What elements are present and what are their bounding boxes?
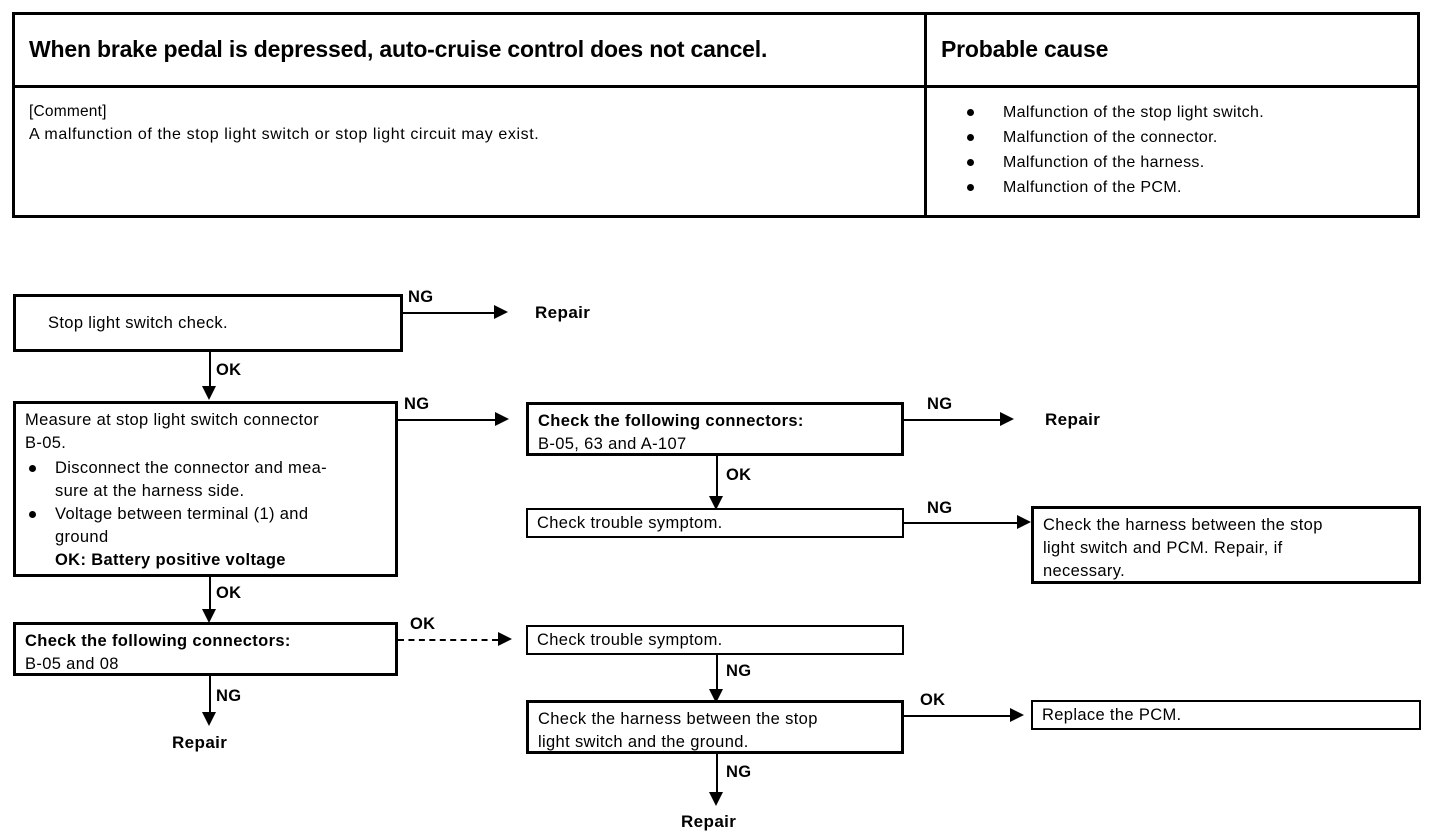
node-text-line: light switch and the ground. (538, 733, 749, 751)
edge-label-ok-5: OK (920, 691, 946, 709)
node-replace-pcm: Replace the PCM. (1031, 700, 1421, 730)
comment-cell: [Comment] A malfunction of the stop ligh… (15, 88, 924, 215)
symptom-header-cell: When brake pedal is depressed, auto-crui… (15, 15, 924, 88)
node-text-line: light switch and PCM. Repair, if (1043, 539, 1283, 557)
node-text: Stop light switch check. (48, 314, 228, 332)
node-text: Check trouble symptom. (537, 514, 723, 532)
node-check-connectors-bottom: Check the following connectors: B-05 and… (13, 622, 398, 676)
edge-ok-3 (209, 577, 211, 609)
list-item: Malfunction of the connector. (967, 125, 1403, 150)
edge-label-ok-1: OK (216, 361, 242, 379)
arrowhead-icon (495, 412, 509, 426)
comment-label: [Comment] (29, 103, 107, 120)
comment-text: A malfunction of the stop light switch o… (29, 126, 540, 144)
bullet-text-line: ground (55, 528, 109, 546)
edge-ng-2 (398, 419, 495, 421)
edge-ng-6 (716, 655, 718, 689)
arrowhead-icon (202, 386, 216, 400)
edge-ng-5 (209, 676, 211, 712)
edge-ok-5 (904, 715, 1010, 717)
arrowhead-icon (709, 689, 723, 703)
arrowhead-icon (494, 305, 508, 319)
node-text-line: Check the harness between the stop (1043, 516, 1323, 534)
edge-ng-1 (403, 312, 494, 314)
edge-ok-4 (398, 639, 498, 641)
edge-ng-4 (904, 522, 1017, 524)
node-text-line: Check the following connectors: (25, 632, 291, 650)
node-measure-stop-light-switch-connector: Measure at stop light switch connector B… (13, 401, 398, 577)
arrowhead-icon (202, 712, 216, 726)
edge-label-ng-1: NG (408, 288, 434, 306)
edge-ng-3 (904, 419, 1000, 421)
bullet-icon (967, 109, 974, 116)
terminal-repair-bottom-mid: Repair (681, 812, 737, 831)
edge-label-ng-5: NG (216, 687, 242, 705)
node-text: Check trouble symptom. (537, 631, 723, 649)
symptom-table: When brake pedal is depressed, auto-crui… (12, 12, 1420, 218)
bullet-text-line: Disconnect the connector and mea- (55, 459, 328, 477)
edge-label-ok-4: OK (410, 615, 436, 633)
list-item: Malfunction of the stop light switch. (967, 100, 1403, 125)
list-item: Malfunction of the harness. (967, 150, 1403, 175)
node-text-line: B-05. (25, 434, 67, 452)
list-item: Disconnect the connector and mea- sure a… (25, 457, 386, 503)
arrowhead-icon (1017, 515, 1031, 529)
cause-cell: Malfunction of the stop light switch. Ma… (927, 88, 1417, 215)
edge-ng-7 (716, 754, 718, 792)
list-item: Voltage between terminal (1) and ground … (25, 503, 386, 572)
terminal-repair-bottom-left: Repair (172, 733, 228, 752)
symptom-header-text: When brake pedal is depressed, auto-crui… (29, 36, 768, 63)
arrowhead-icon (202, 609, 216, 623)
bullet-text-line-ok: OK: Battery positive voltage (55, 551, 286, 569)
arrowhead-icon (1000, 412, 1014, 426)
cause-text: Malfunction of the connector. (1003, 129, 1218, 146)
bullet-icon (29, 511, 36, 518)
bullet-icon (967, 159, 974, 166)
node-check-trouble-symptom-mid: Check trouble symptom. (526, 508, 904, 538)
edge-label-ng-2: NG (404, 395, 430, 413)
edge-label-ng-3: NG (927, 395, 953, 413)
terminal-repair-mid-right: Repair (1045, 410, 1101, 429)
bullet-icon (29, 465, 36, 472)
bullet-text-line: sure at the harness side. (55, 482, 245, 500)
terminal-repair-top: Repair (535, 303, 591, 322)
edge-ok-1 (209, 352, 211, 386)
node-stop-light-switch-check: Stop light switch check. (13, 294, 403, 352)
edge-label-ng-4: NG (927, 499, 953, 517)
bullet-text-line: Voltage between terminal (1) and (55, 505, 309, 523)
cause-column: Probable cause Malfunction of the stop l… (927, 15, 1417, 215)
edge-label-ok-2: OK (726, 466, 752, 484)
cause-header-cell: Probable cause (927, 15, 1417, 88)
edge-ok-2 (716, 456, 718, 496)
list-item: Malfunction of the PCM. (967, 175, 1403, 200)
node-check-harness-pcm: Check the harness between the stop light… (1031, 506, 1421, 584)
node-text-line: Check the harness between the stop (538, 710, 818, 728)
bullet-icon (967, 134, 974, 141)
arrowhead-icon (709, 792, 723, 806)
cause-text: Malfunction of the PCM. (1003, 179, 1182, 196)
probable-cause-list: Malfunction of the stop light switch. Ma… (941, 100, 1403, 200)
arrowhead-icon (1010, 708, 1024, 722)
cause-text: Malfunction of the stop light switch. (1003, 104, 1265, 121)
arrowhead-icon (498, 632, 512, 646)
node-text-line: Check the following connectors: (538, 412, 804, 430)
node-text-line: B-05, 63 and A-107 (538, 435, 687, 453)
cause-text: Malfunction of the harness. (1003, 154, 1205, 171)
arrowhead-icon (709, 496, 723, 510)
cause-header-text: Probable cause (941, 36, 1109, 63)
node-check-connectors-top: Check the following connectors: B-05, 63… (526, 402, 904, 456)
node-text-line: B-05 and 08 (25, 655, 119, 673)
measure-bullet-list: Disconnect the connector and mea- sure a… (25, 457, 386, 572)
symptom-column: When brake pedal is depressed, auto-crui… (15, 15, 927, 215)
node-text-line: Measure at stop light switch connector (25, 411, 319, 429)
edge-label-ng-7: NG (726, 763, 752, 781)
bullet-icon (967, 184, 974, 191)
edge-label-ng-6: NG (726, 662, 752, 680)
node-text-line: necessary. (1043, 562, 1126, 580)
edge-label-ok-3: OK (216, 584, 242, 602)
node-check-trouble-symptom-low: Check trouble symptom. (526, 625, 904, 655)
node-text: Replace the PCM. (1042, 706, 1182, 724)
node-check-harness-ground: Check the harness between the stop light… (526, 700, 904, 754)
